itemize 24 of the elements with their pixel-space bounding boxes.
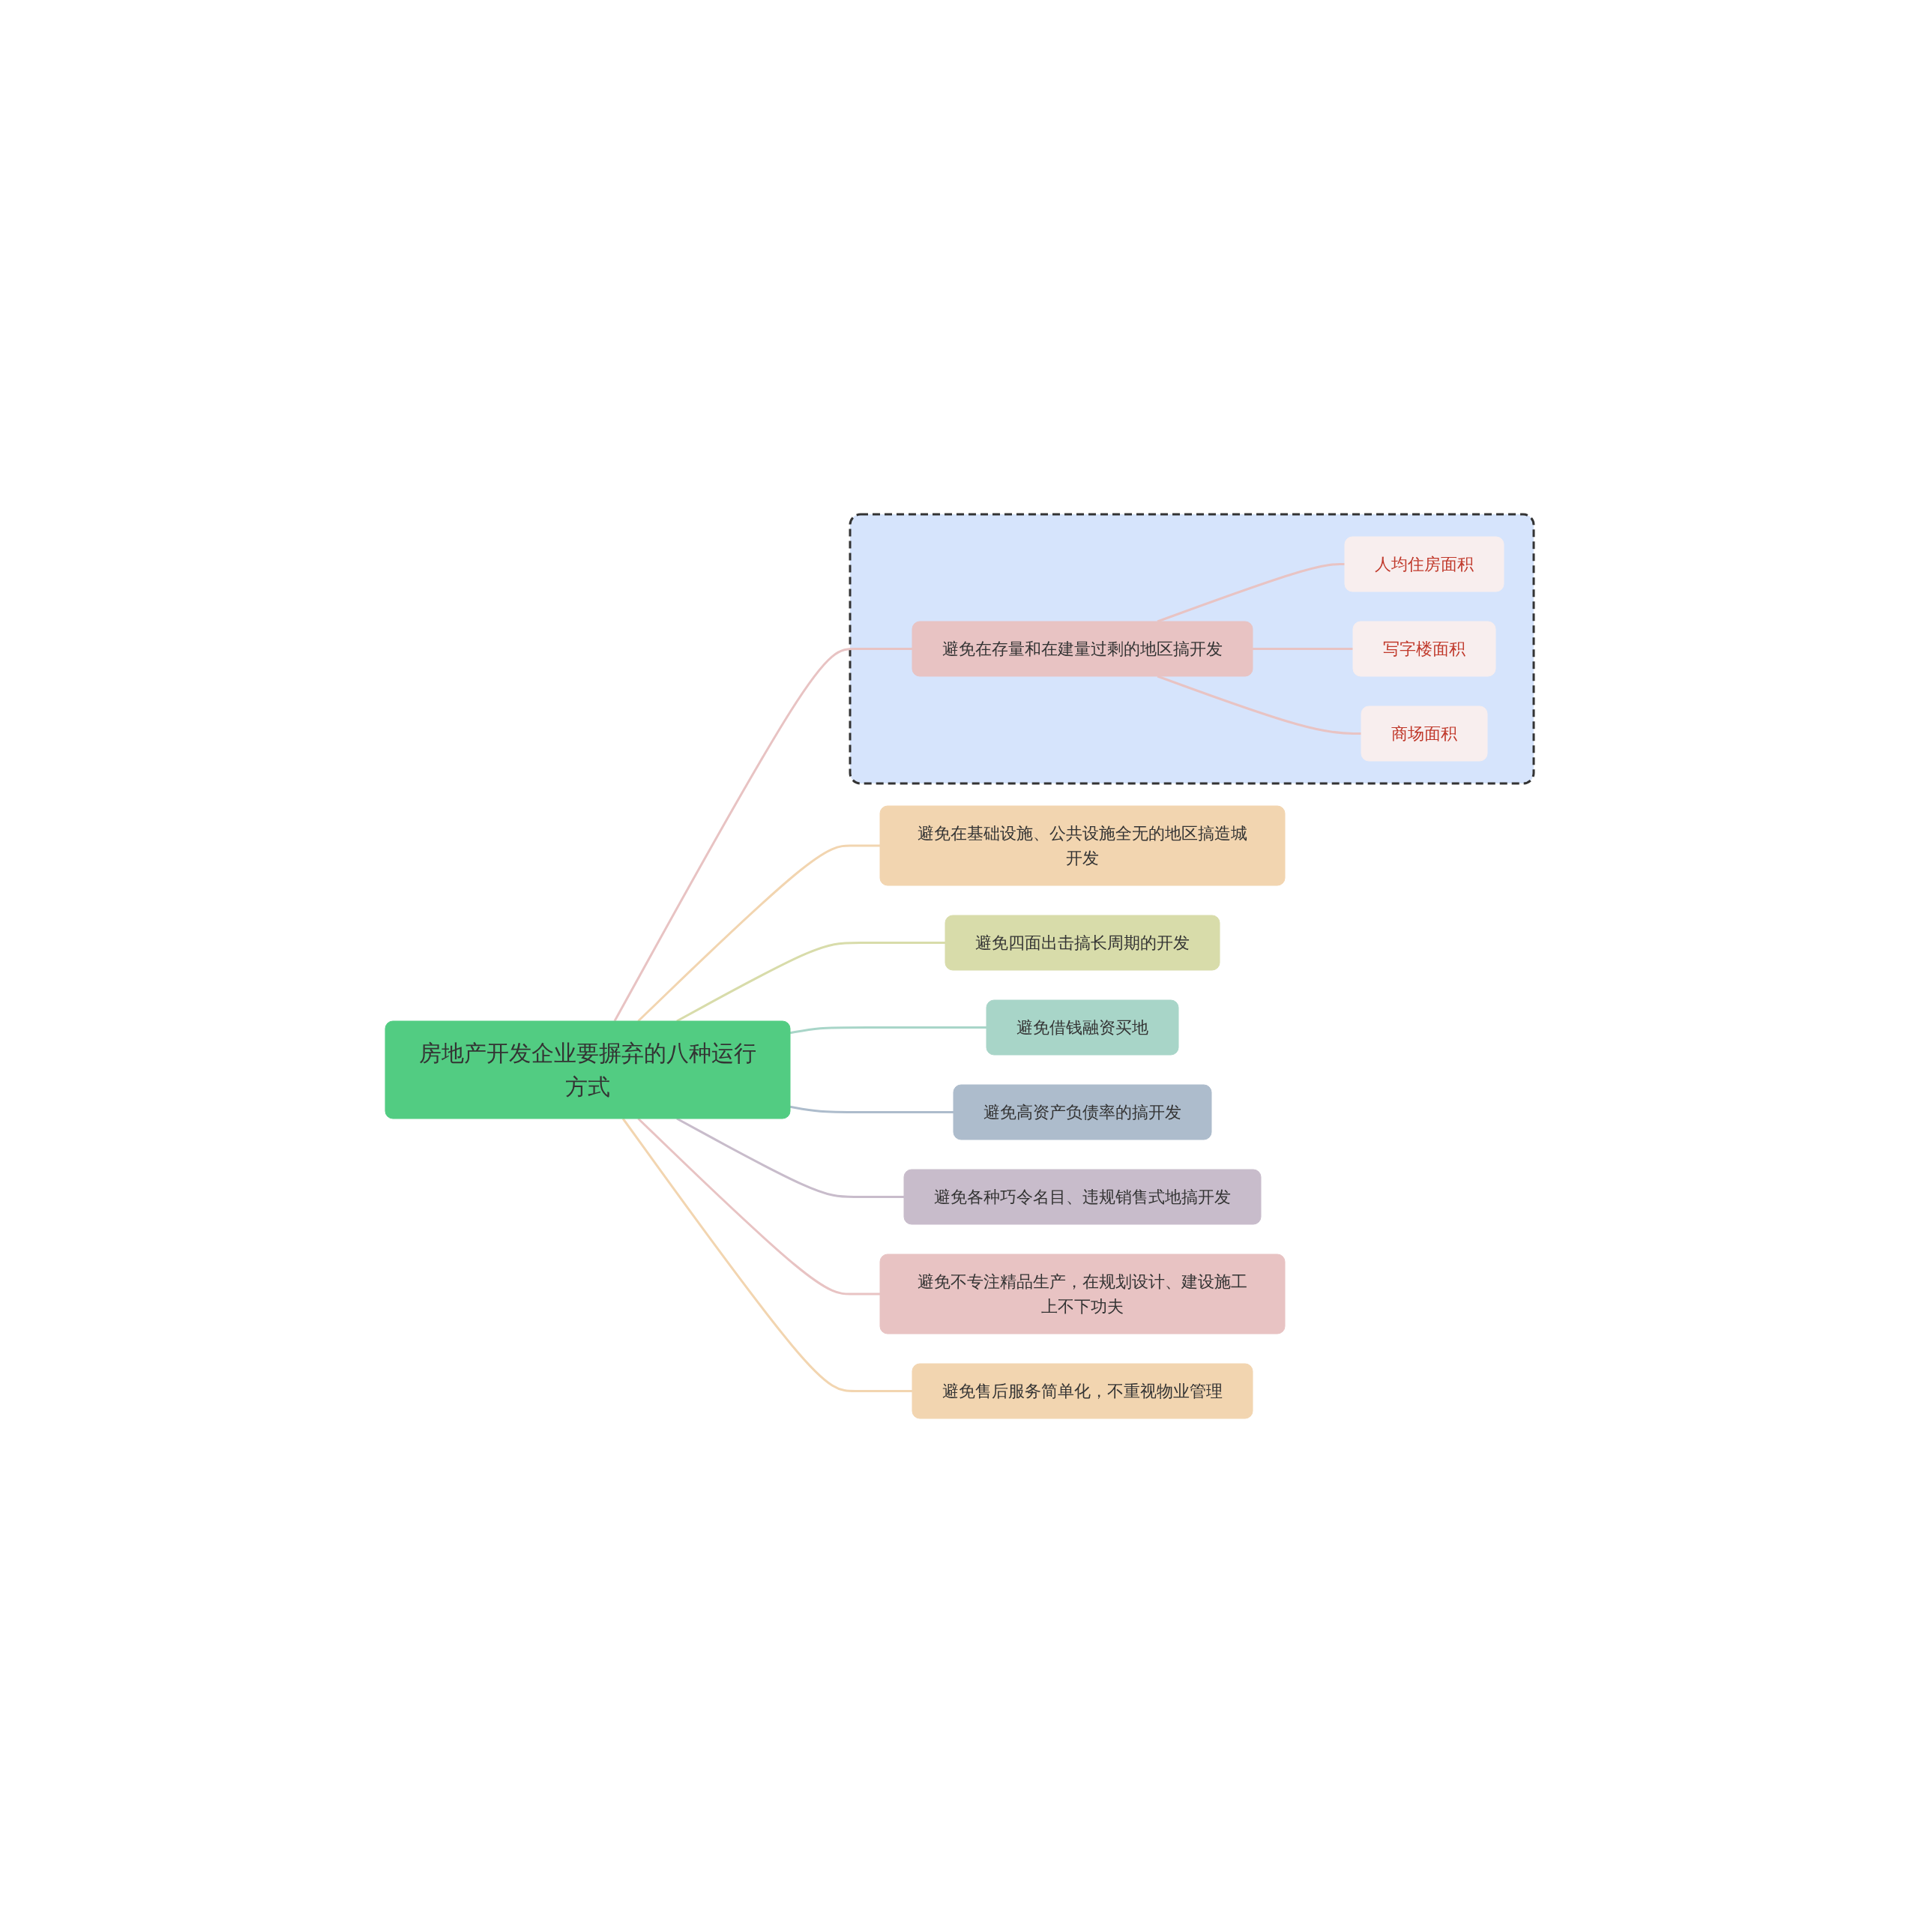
node-box: 避免在存量和在建量过剩的地区搞开发 [912,621,1253,676]
node-box: 商场面积 [1361,705,1488,761]
connector [637,844,880,1022]
node-box: 写字楼面积 [1352,621,1496,676]
node-box: 避免四面出击搞长周期的开发 [945,915,1220,970]
connector [789,1105,954,1113]
connector [1157,675,1361,735]
node-box: 避免高资产负债率的搞开发 [953,1084,1212,1140]
connector [621,1117,912,1392]
connector [789,1026,986,1034]
node-box: 避免不专注精品生产，在规划设计、建设施工上不下功夫 [879,1254,1286,1334]
connector [1253,647,1353,650]
node-box: 避免在基础设施、公共设施全无的地区搞造城开发 [879,805,1286,885]
node-box: 房地产开发企业要摒弃的八种运行方式 [385,1020,791,1119]
connector [613,647,912,1022]
cluster [849,513,1535,784]
connector [676,941,945,1022]
node-box: 避免售后服务简单化，不重视物业管理 [912,1363,1253,1418]
node-box: 避免各种巧令名目、违规销售式地搞开发 [903,1169,1262,1224]
connector [637,1117,880,1295]
connector [1157,562,1345,622]
connector [676,1117,904,1198]
node-box: 人均住房面积 [1344,536,1504,592]
node-box: 避免借钱融资买地 [986,999,1179,1055]
